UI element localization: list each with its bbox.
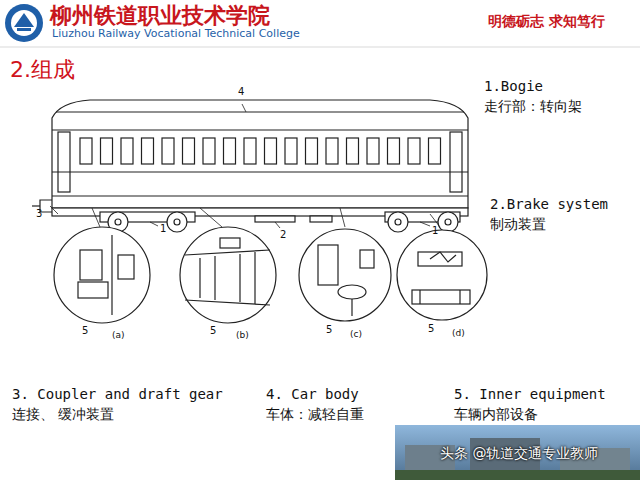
- figure-letter: (a): [112, 330, 125, 340]
- college-name: 柳州铁道职业技术学院: [50, 3, 270, 28]
- part-label: 走行部：转向架: [484, 98, 582, 114]
- callout-number: 5: [428, 323, 434, 335]
- watermark: 头条 @轨道交通专业教师: [440, 445, 598, 461]
- college-logo: [5, 4, 43, 42]
- figure-letter: (c): [350, 329, 362, 339]
- car-window: [408, 138, 420, 164]
- callout-number: 5: [326, 324, 332, 336]
- car-window: [326, 138, 338, 164]
- figure-letter: (d): [452, 328, 465, 338]
- car-window: [306, 138, 318, 164]
- car-window: [347, 138, 359, 164]
- passenger-car: [32, 100, 468, 232]
- watermark-photo: [395, 425, 640, 480]
- car-window: [285, 138, 297, 164]
- callout-number: 1: [432, 225, 438, 237]
- detail-circles: [54, 227, 487, 323]
- callout-number: 5: [210, 325, 216, 337]
- car-window: [429, 138, 441, 164]
- car-window: [101, 138, 113, 164]
- college-motto: 明德砺志 求知笃行: [488, 13, 605, 29]
- car-window: [183, 138, 195, 164]
- callout-number: 1: [160, 223, 166, 235]
- callout-number: 2: [280, 229, 286, 241]
- part-label: 连接、 缓冲装置: [12, 406, 114, 422]
- part-label: 车体：减轻自重: [266, 406, 364, 422]
- car-window: [388, 138, 400, 164]
- car-window: [162, 138, 174, 164]
- header-rule: [0, 47, 640, 48]
- callout-number: 3: [36, 208, 42, 220]
- part-label: 2.Brake system: [490, 196, 608, 212]
- callout-number: 4: [238, 86, 244, 98]
- slide-title: 2.组成: [10, 57, 75, 82]
- car-window: [203, 138, 215, 164]
- part-label: 3. Coupler and draft gear: [12, 386, 223, 402]
- car-window: [121, 138, 133, 164]
- part-label: 制动装置: [490, 216, 546, 232]
- car-window: [244, 138, 256, 164]
- car-window: [142, 138, 154, 164]
- callout-number: 5: [82, 325, 88, 337]
- car-window: [265, 138, 277, 164]
- part-label: 4. Car body: [266, 386, 359, 402]
- car-window: [224, 138, 236, 164]
- car-window: [80, 138, 92, 164]
- car-window: [367, 138, 379, 164]
- college-name-en: Liuzhou Railway Vocational Technical Col…: [52, 28, 300, 41]
- part-label: 5. Inner equipment: [454, 386, 606, 402]
- part-label: 1.Bogie: [484, 78, 543, 94]
- part-label: 车辆内部设备: [454, 406, 538, 422]
- figure-letter: (b): [236, 330, 249, 340]
